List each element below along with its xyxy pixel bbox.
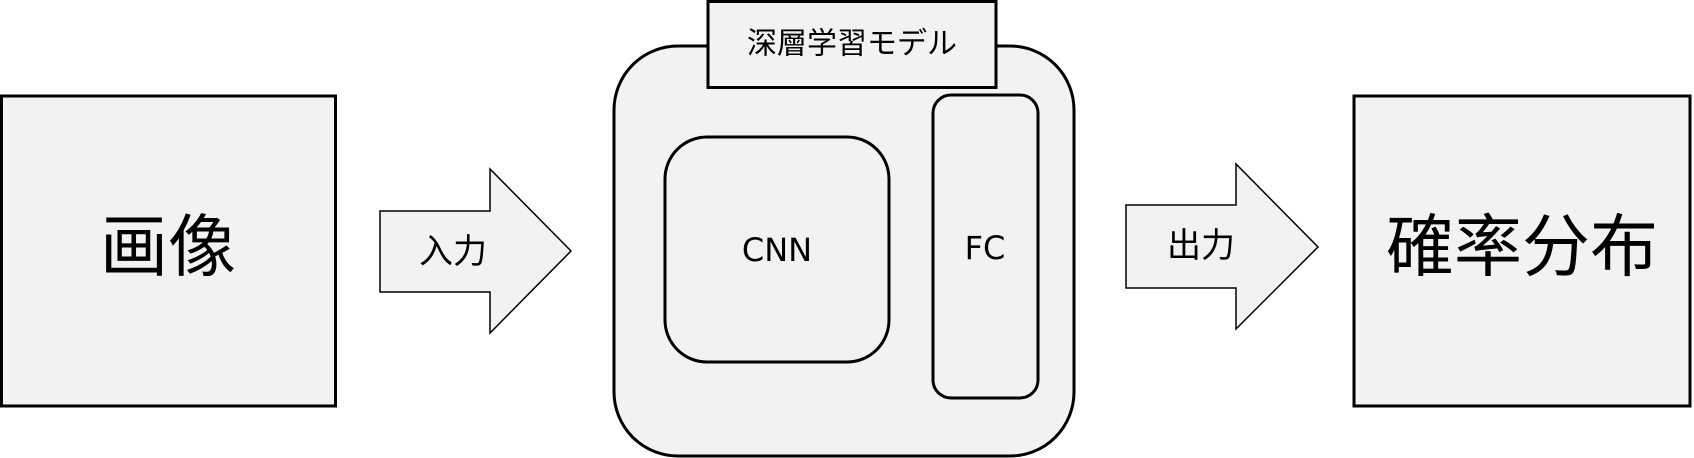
output-arrow-label: 出力: [1167, 226, 1235, 266]
cnn-block: CNN: [663, 135, 891, 364]
input-box-label: 画像: [100, 209, 236, 288]
output-arrow: 出力: [1125, 162, 1320, 331]
output-box: 確率分布: [1352, 94, 1692, 408]
fc-label: FC: [965, 229, 1006, 267]
model-title: 深層学習モデル: [747, 27, 957, 62]
cnn-label: CNN: [742, 231, 812, 269]
model-title-tab: 深層学習モデル: [706, 0, 998, 89]
model-container: 深層学習モデル CNN FC: [612, 0, 1076, 458]
output-box-label: 確率分布: [1386, 209, 1658, 288]
input-arrow: 入力: [379, 167, 573, 335]
input-box: 画像: [0, 94, 337, 408]
fc-block: FC: [931, 93, 1040, 400]
input-arrow-label: 入力: [419, 232, 487, 272]
